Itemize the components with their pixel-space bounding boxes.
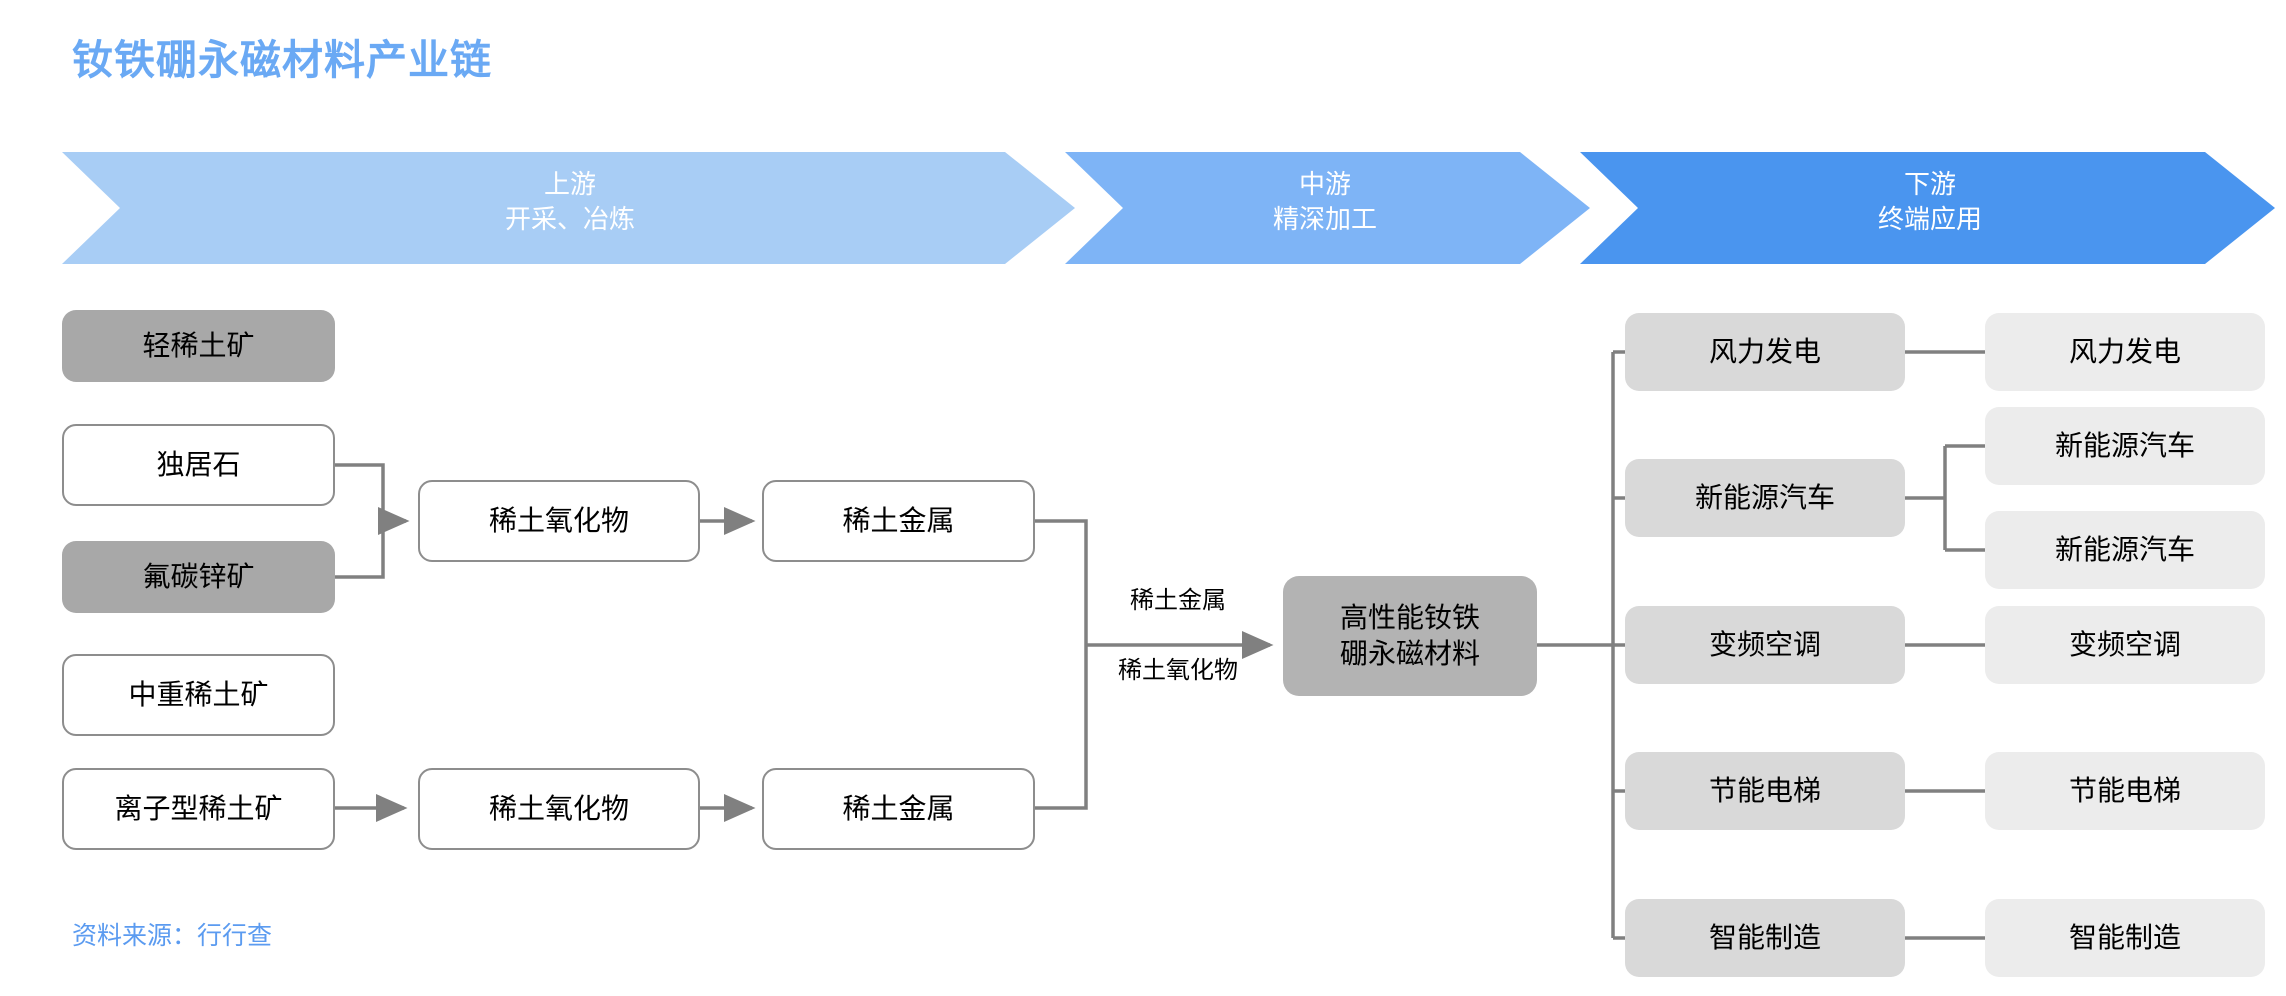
node-high-performance-ndfeb-magnet[interactable]: 高性能钕铁 硼永磁材料 (1283, 576, 1537, 696)
banner-label-downstream-line2: 终端应用 (1877, 203, 1982, 234)
node-application-new-energy-vehicle[interactable]: 新能源汽车 (1625, 459, 1905, 537)
node-rare-earth-metal-top[interactable]: 稀土金属 (762, 480, 1035, 562)
edge-label-rare-earth-metal: 稀土金属 (1130, 587, 1226, 614)
node-rare-earth-oxide-bottom[interactable]: 稀土氧化物 (418, 768, 700, 850)
node-target-inverter-air-conditioner[interactable]: 变频空调 (1985, 606, 2265, 684)
node-application-inverter-air-conditioner[interactable]: 变频空调 (1625, 606, 1905, 684)
node-raw-material-light-rare-earth-ore[interactable]: 轻稀土矿 (62, 310, 335, 382)
node-raw-material-ionic-rare-earth-ore[interactable]: 离子型稀土矿 (62, 768, 335, 850)
node-raw-material-medium-heavy-rare-earth-ore[interactable]: 中重稀土矿 (62, 654, 335, 736)
banner-label-upstream-line1: 上游 (543, 169, 596, 199)
node-raw-material-monazite[interactable]: 独居石 (62, 424, 335, 506)
banner-label-midstream-line2: 精深加工 (1272, 203, 1377, 234)
banner-label-upstream-line2: 开采、冶炼 (504, 203, 635, 234)
wire-metals-merge (1035, 519, 1088, 810)
node-target-new-energy-vehicle-1[interactable]: 新能源汽车 (1985, 407, 2265, 485)
node-raw-material-bastnasite[interactable]: 氟碳锌矿 (62, 541, 335, 613)
page-title: 钕铁硼永磁材料产业链 (72, 37, 492, 83)
banner-label-downstream: 下游 终端应用 (1720, 167, 2140, 236)
wire-bastnasite-to-oxide (335, 521, 385, 579)
node-rare-earth-oxide-top[interactable]: 稀土氧化物 (418, 480, 700, 562)
node-rare-earth-metal-bottom[interactable]: 稀土金属 (762, 768, 1035, 850)
node-target-smart-manufacturing[interactable]: 智能制造 (1985, 899, 2265, 977)
node-application-smart-manufacturing[interactable]: 智能制造 (1625, 899, 1905, 977)
source-note: 资料来源：行行查 (72, 922, 273, 950)
wire-monazite-to-oxide (335, 463, 385, 521)
node-target-energy-saving-elevator[interactable]: 节能电梯 (1985, 752, 2265, 830)
banner-label-upstream: 上游 开采、冶炼 (360, 167, 780, 236)
node-target-wind-power[interactable]: 风力发电 (1985, 313, 2265, 391)
node-application-energy-saving-elevator[interactable]: 节能电梯 (1625, 752, 1905, 830)
node-target-new-energy-vehicle-2[interactable]: 新能源汽车 (1985, 511, 2265, 589)
banner-label-downstream-line1: 下游 (1903, 169, 1956, 199)
node-application-wind-power[interactable]: 风力发电 (1625, 313, 1905, 391)
banner-label-midstream-line1: 中游 (1298, 169, 1351, 199)
banner-label-midstream: 中游 精深加工 (1130, 167, 1520, 236)
edge-label-rare-earth-oxide: 稀土氧化物 (1118, 657, 1238, 684)
